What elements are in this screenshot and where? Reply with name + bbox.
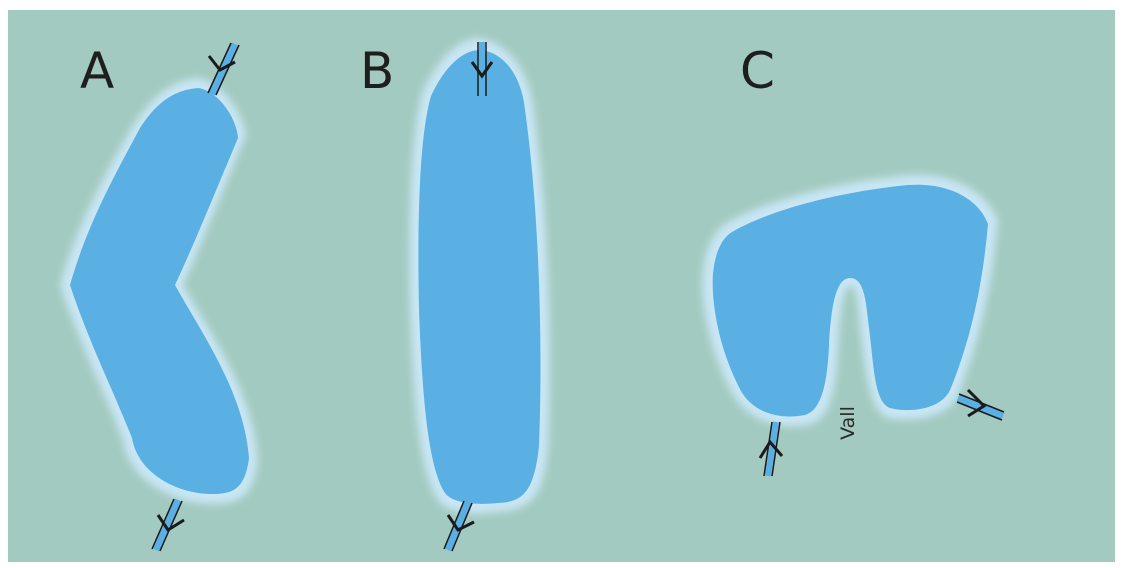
outflow-arrow-icon <box>152 499 184 551</box>
inflow-arrow-icon <box>208 43 239 95</box>
inflow-arrow-icon <box>760 422 782 476</box>
panel-label-b: B <box>360 46 394 96</box>
panel-label-a: A <box>80 46 114 96</box>
lake-a-water <box>70 88 249 494</box>
lakes-diagram <box>8 10 1115 562</box>
diagram-frame: A B C Vall <box>8 10 1115 562</box>
lake-b <box>409 38 549 551</box>
vall-label: Vall <box>837 401 859 445</box>
lake-a <box>60 43 258 551</box>
outflow-arrow-icon <box>957 390 1004 420</box>
lake-b-water <box>418 50 540 504</box>
panel-label-c: C <box>740 46 775 96</box>
